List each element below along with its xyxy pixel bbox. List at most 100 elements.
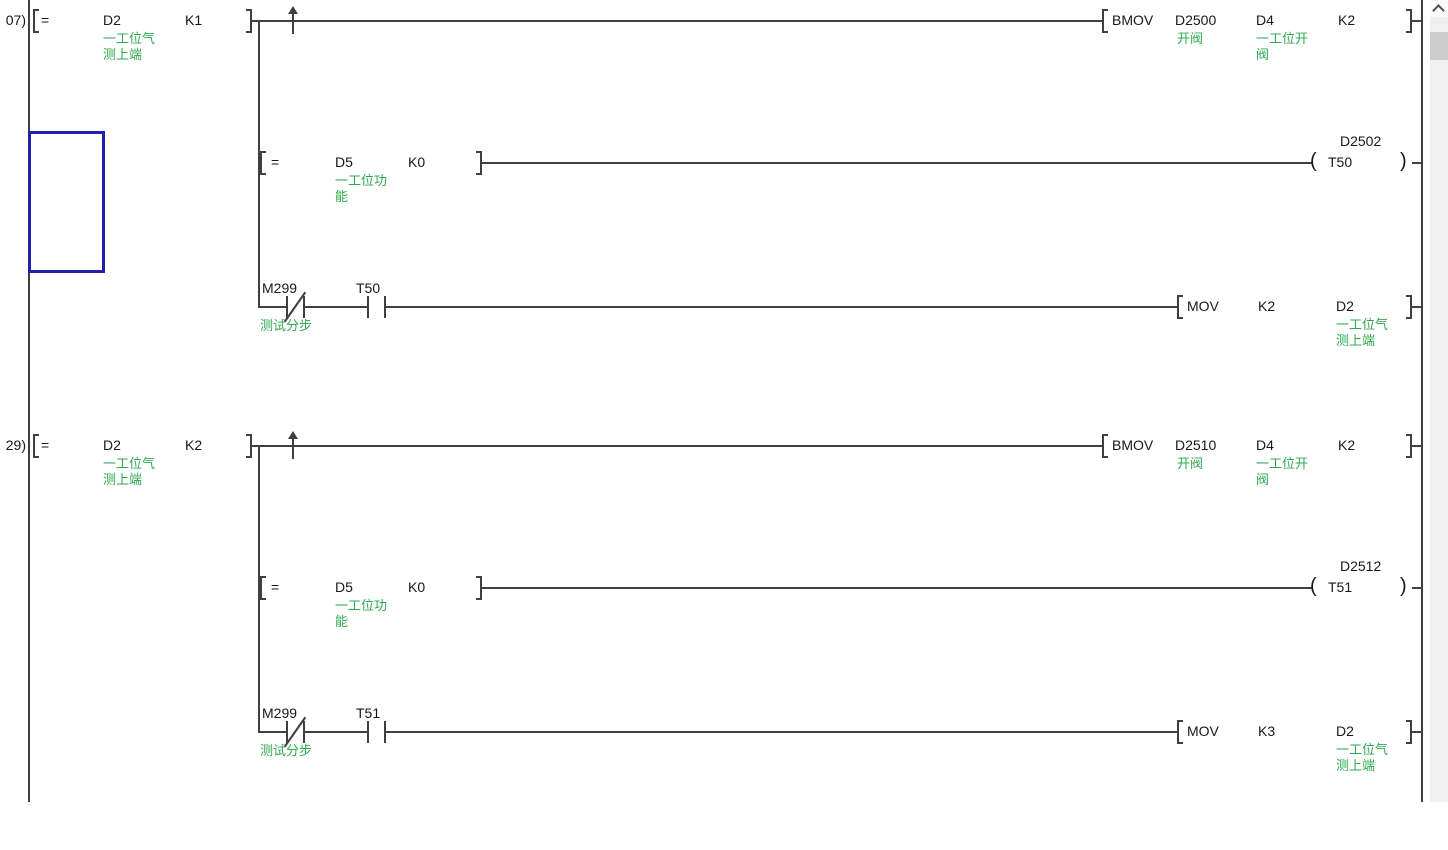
coil-open-paren: (: [1310, 150, 1317, 172]
no-contact-icon[interactable]: [367, 296, 369, 318]
instr-param2[interactable]: D2: [1336, 723, 1354, 739]
sub-wire: [305, 731, 367, 733]
compare-open-bracket: [260, 151, 266, 175]
instr-param3[interactable]: K2: [1338, 12, 1356, 28]
no-contact-device[interactable]: T50: [356, 280, 381, 296]
instr-close-bracket: [1406, 295, 1412, 319]
compare-operand2[interactable]: K0: [408, 154, 426, 170]
timer-preset: D2502: [1340, 133, 1382, 149]
sub-wire: [386, 306, 1177, 308]
rising-pulse-icon: [292, 438, 294, 459]
compare-close-bracket: [246, 434, 252, 458]
scrollbar-thumb[interactable]: [1430, 32, 1448, 60]
instr-name[interactable]: MOV: [1187, 723, 1219, 739]
compare-operand2[interactable]: K2: [185, 437, 203, 453]
device-comment: 测试分步: [260, 743, 313, 758]
device-comment: 一工位功 能: [335, 598, 388, 629]
coil-open-paren: (: [1310, 575, 1317, 597]
device-comment: 一工位气 测上端: [103, 456, 156, 487]
instr-param1[interactable]: K3: [1258, 723, 1276, 739]
compare-open-bracket: [33, 434, 39, 458]
compare-operator[interactable]: =: [271, 579, 280, 595]
device-comment: 一工位开 阀: [1256, 456, 1309, 487]
nc-contact-icon: [303, 721, 305, 743]
device-comment: 开阀: [1177, 31, 1204, 46]
instr-name[interactable]: BMOV: [1112, 12, 1154, 28]
nc-contact-device[interactable]: M299: [262, 705, 298, 721]
nc-contact-icon: [303, 296, 305, 318]
device-comment: 一工位气 测上端: [1336, 317, 1389, 348]
compare-operator[interactable]: =: [41, 437, 50, 453]
device-comment: 一工位功 能: [335, 173, 388, 204]
compare-operand1[interactable]: D2: [103, 437, 121, 453]
compare-operand1[interactable]: D5: [335, 154, 353, 170]
compare-open-bracket: [33, 9, 39, 33]
timer-preset: D2512: [1340, 558, 1382, 574]
compare-operand2[interactable]: K0: [408, 579, 426, 595]
compare-close-bracket: [246, 9, 252, 33]
instr-param1[interactable]: D2510: [1175, 437, 1217, 453]
instr-param1[interactable]: D2500: [1175, 12, 1217, 28]
device-comment: 一工位气 测上端: [1336, 742, 1389, 773]
coil-close-paren: ): [1400, 575, 1407, 597]
wire-stub: [1412, 306, 1421, 308]
no-contact-icon: [384, 296, 386, 318]
sub-wire: [482, 162, 1312, 164]
compare-operator[interactable]: =: [41, 12, 50, 28]
rising-pulse-icon[interactable]: [288, 6, 298, 14]
no-contact-device[interactable]: T51: [356, 705, 381, 721]
timer-coil-device[interactable]: T51: [1328, 579, 1353, 595]
no-contact-icon[interactable]: [367, 721, 369, 743]
instr-open-bracket: [1177, 295, 1183, 319]
instr-name[interactable]: BMOV: [1112, 437, 1154, 453]
wire-stub: [1412, 587, 1421, 589]
compare-operand2[interactable]: K1: [185, 12, 203, 28]
vertical-scrollbar[interactable]: [1430, 0, 1448, 802]
wire-stub: [1412, 20, 1421, 22]
device-comment: 测试分步: [260, 318, 313, 333]
compare-operand1[interactable]: D2: [103, 12, 121, 28]
wire-stub: [1412, 445, 1421, 447]
instr-param2[interactable]: D4: [1256, 12, 1274, 28]
sub-wire: [386, 731, 1177, 733]
instr-param3[interactable]: K2: [1338, 437, 1356, 453]
device-comment: 一工位气 测上端: [103, 31, 156, 62]
compare-close-bracket: [476, 576, 482, 600]
instr-param1[interactable]: K2: [1258, 298, 1276, 314]
nc-contact-icon[interactable]: [286, 721, 288, 743]
device-comment: 开阀: [1177, 456, 1204, 471]
ladder-canvas: 07) = D2 K1 一工位气 测上端 BMOV D2500 D4 K2 开阀…: [5, 0, 1448, 802]
compare-open-bracket: [260, 576, 266, 600]
instr-close-bracket: [1406, 9, 1412, 33]
left-power-rail: [28, 0, 30, 802]
instr-param2[interactable]: D4: [1256, 437, 1274, 453]
instr-open-bracket: [1102, 9, 1108, 33]
main-wire: [252, 445, 1102, 447]
sub-wire: [258, 731, 286, 733]
wire-stub: [1412, 162, 1421, 164]
nc-contact-icon[interactable]: [286, 296, 288, 318]
scroll-up-button[interactable]: [1430, 0, 1448, 17]
sub-wire: [482, 587, 1312, 589]
wire-stub: [1412, 731, 1421, 733]
branch-wire: [258, 20, 260, 308]
main-wire: [252, 20, 1102, 22]
coil-close-paren: ): [1400, 150, 1407, 172]
rising-pulse-icon[interactable]: [288, 431, 298, 439]
no-contact-icon: [384, 721, 386, 743]
instr-name[interactable]: MOV: [1187, 298, 1219, 314]
rung-step-number: 29): [5, 437, 26, 453]
rising-pulse-icon: [292, 13, 294, 34]
nc-contact-device[interactable]: M299: [262, 280, 298, 296]
rung-step-number: 07): [5, 12, 26, 28]
instr-param2[interactable]: D2: [1336, 298, 1354, 314]
ladder-rung: 07) = D2 K1 一工位气 测上端 BMOV D2500 D4 K2 开阀…: [5, 6, 1421, 348]
instr-close-bracket: [1406, 434, 1412, 458]
compare-operator[interactable]: =: [271, 154, 280, 170]
right-power-rail: [1421, 0, 1423, 802]
edit-cursor-cell: [28, 131, 105, 273]
timer-coil-device[interactable]: T50: [1328, 154, 1353, 170]
instr-open-bracket: [1102, 434, 1108, 458]
instr-open-bracket: [1177, 720, 1183, 744]
compare-operand1[interactable]: D5: [335, 579, 353, 595]
